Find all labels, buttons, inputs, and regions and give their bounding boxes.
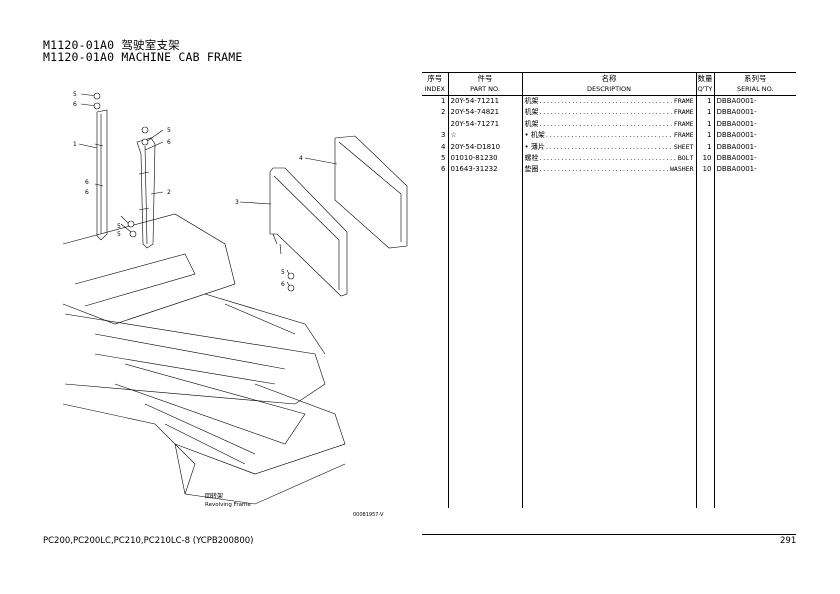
table-row: 2 20Y-54-74821 机架.......................… (422, 107, 796, 119)
callout-label: 5 (117, 223, 121, 230)
header-qty-cn: 数量 (696, 72, 715, 84)
frame-2-part (136, 137, 156, 249)
cell-part-no: 20Y-54-71271 (448, 118, 523, 131)
cell-description: • 薄片....................................… (522, 141, 697, 154)
desc-en: FRAME (673, 131, 694, 140)
header-description-cn: 名称 (522, 72, 697, 84)
cell-description: 垫圈......................................… (522, 164, 697, 176)
table-row: 20Y-54-71271 机架.........................… (422, 118, 796, 131)
cell-qty: 10 (696, 164, 715, 176)
desc-cn: 机架 (524, 119, 539, 128)
cell-serial: DBBA0001- (716, 131, 757, 140)
desc-en: FRAME (673, 97, 694, 105)
table-row: 1 20Y-54-71211 机架.......................… (422, 95, 796, 108)
callout-label: 2 (167, 189, 171, 196)
callout-label: 6 (85, 179, 89, 186)
page-title-en: M1120-01A0 MACHINE CAB FRAME (43, 50, 243, 64)
cell-index (422, 118, 449, 131)
cell-part-no: 20Y-54-71211 (448, 95, 523, 108)
cell-qty: 1 (696, 107, 715, 119)
header-qty-en: Q'TY (696, 84, 715, 96)
cell-part-no: 20Y-54-D1810 (448, 141, 523, 154)
desc-en: WASHER (670, 165, 694, 174)
desc-en: FRAME (673, 119, 694, 128)
cell-qty: 1 (696, 141, 715, 154)
cell-index: 5 (422, 153, 449, 165)
desc-cn: 螺栓 (524, 154, 539, 163)
table-row: 3 ☆ • 机架................................… (422, 130, 796, 142)
cell-index: 6 (422, 164, 449, 176)
callout-label: 5 (167, 127, 171, 134)
header-index-en: INDEX (422, 84, 449, 96)
sheet-4-panel (334, 135, 408, 249)
callout-label: 6 (167, 139, 171, 146)
cell-serial: DBBA0001- (716, 119, 757, 128)
header-part-no-cn: 件号 (448, 72, 523, 84)
frame-1-part (94, 109, 108, 241)
cell-serial: DBBA0001- (716, 108, 757, 117)
bottom-rule (422, 534, 796, 535)
cell-description: • 机架....................................… (522, 130, 697, 142)
desc-cn: • 机架 (524, 131, 545, 140)
cell-qty: 1 (696, 130, 715, 142)
cell-serial: DBBA0001- (716, 97, 757, 105)
footer-models: PC200,PC200LC,PC210,PC210LC-8 (YCPB20080… (43, 536, 254, 546)
table-filler-row (422, 175, 796, 508)
desc-cn: 机架 (524, 97, 539, 105)
desc-cn: 垫圈 (524, 165, 539, 174)
cell-index: 4 (422, 141, 449, 154)
callout-label: 1 (73, 141, 77, 148)
callout-label: 6 (85, 189, 89, 196)
header-serial-cn: 系列号 (714, 72, 796, 84)
callout-label: 3 (235, 199, 239, 206)
drawing-label-cn: 回转架 (205, 492, 223, 500)
cell-index: 3 (422, 130, 449, 142)
table-row: 6 01643-31232 垫圈........................… (422, 164, 796, 176)
cell-description: 螺栓......................................… (522, 153, 697, 165)
parts-list-table: 序号 件号 名称 数量 系列号 INDEX PART NO. DESCRIPTI… (422, 72, 796, 508)
parts-table-body: 1 20Y-54-71211 机架.......................… (422, 95, 796, 508)
cell-part-no: 01010-81230 (448, 153, 523, 165)
cell-index: 1 (422, 95, 449, 108)
cell-qty: 1 (696, 118, 715, 131)
header-description-en: DESCRIPTION (522, 84, 697, 96)
header-serial-en: SERIAL NO. (714, 84, 796, 96)
callout-label: 4 (299, 155, 303, 162)
cell-part-no: 20Y-54-74821 (448, 107, 523, 119)
parts-table-header: 序号 件号 名称 数量 系列号 INDEX PART NO. DESCRIPTI… (422, 72, 796, 96)
table-row: 4 20Y-54-D1810 • 薄片.....................… (422, 141, 796, 154)
desc-en: BOLT (677, 154, 694, 163)
callout-label: 6 (281, 281, 285, 288)
cell-part-no: 01643-31232 (448, 164, 523, 176)
cell-qty: 10 (696, 153, 715, 165)
cell-description: 机架......................................… (522, 107, 697, 119)
cell-index: 2 (422, 107, 449, 119)
header-index-cn: 序号 (422, 72, 449, 84)
cell-part-no: ☆ (448, 130, 523, 142)
desc-cn: 机架 (524, 108, 539, 117)
desc-cn: • 薄片 (524, 142, 545, 151)
cell-description: 机架......................................… (522, 118, 697, 131)
cell-serial: DBBA0001- (716, 142, 757, 151)
desc-en: FRAME (673, 108, 694, 117)
frame-3-panel (269, 167, 348, 297)
callout-label: 5 (281, 269, 285, 276)
cell-serial: DBBA0001- (716, 165, 757, 174)
exploded-parts-drawing: 5 6 1 5 6 2 6 5 4 3 5 6 5 6 回转架 Revolvin… (62, 91, 408, 518)
revolving-frame-base (62, 213, 346, 505)
page-title-cn: M1120-01A0 驾驶室支架 (43, 38, 180, 52)
figure-code: 00081957-V (353, 512, 384, 518)
page-number: 291 (780, 536, 797, 546)
callout-label: 6 (73, 101, 77, 108)
header-part-no-en: PART NO. (448, 84, 523, 96)
cell-serial: DBBA0001- (716, 154, 757, 163)
cell-qty: 1 (696, 95, 715, 108)
drawing-label-en: Revolving Frame (205, 502, 251, 508)
cell-description: 机架......................................… (522, 95, 697, 108)
callout-label: 5 (73, 91, 77, 98)
table-row: 5 01010-81230 螺栓........................… (422, 153, 796, 165)
callout-label: 5 (117, 231, 121, 238)
desc-en: SHEET (673, 142, 694, 151)
